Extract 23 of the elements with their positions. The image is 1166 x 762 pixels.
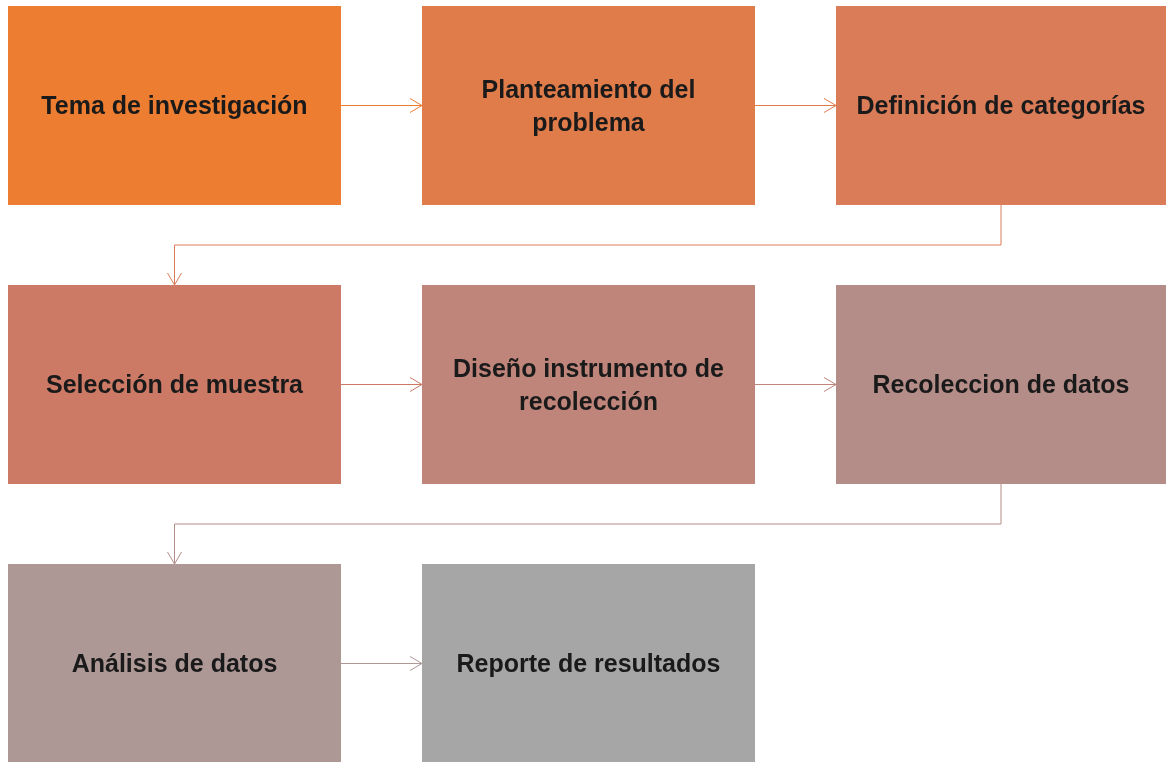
process-box [422,6,755,205]
process-box [8,285,341,484]
arrow [167,483,1002,565]
process-box [8,564,341,762]
step-label: Definición de categorías [856,90,1146,122]
step-label: Tema de investigación [41,90,308,122]
process-box [8,6,341,205]
arrow [340,377,423,392]
step-label: Planteamiento del problema [480,74,697,138]
arrow [754,98,837,113]
process-box [422,564,755,762]
arrow [754,377,837,392]
arrow [340,98,423,113]
process-box [836,285,1166,484]
step-label: Selección de muestra [45,369,304,401]
step-label: Recoleccion de datos [872,369,1130,401]
process-box [836,6,1166,205]
step-label: Reporte de resultados [456,648,721,680]
step-label: Diseño instrumento de recolección [452,353,725,417]
process-box [422,285,755,484]
arrow [167,204,1002,286]
step-label: Análisis de datos [71,648,278,680]
arrow [340,656,423,671]
